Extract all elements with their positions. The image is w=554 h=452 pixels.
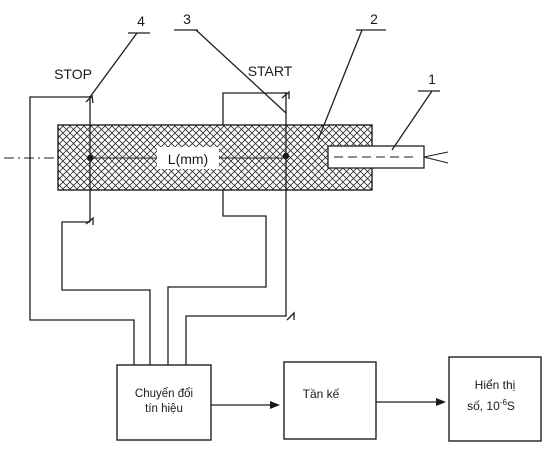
signal-converter-line2: tín hiệu <box>145 403 183 415</box>
callout-3-leader <box>195 29 287 114</box>
callout-1-number: 1 <box>428 71 436 87</box>
length-label-bg <box>157 147 219 169</box>
callout-2-number: 2 <box>370 11 378 27</box>
callout-2-leader <box>317 29 363 141</box>
counter-label: Tần kế <box>303 387 340 401</box>
arrowhead-counter <box>270 401 280 409</box>
stop-point <box>86 154 94 162</box>
display-block <box>448 356 542 442</box>
callout-4-number: 4 <box>137 13 145 29</box>
signal-converter-line1: Chuyển đổi <box>135 388 193 400</box>
stop-top-tick <box>85 94 94 104</box>
start-label: START <box>248 63 293 79</box>
signal-converter-block <box>116 364 212 441</box>
arrowhead-display <box>436 398 446 406</box>
display-prefix: số, 10 <box>467 399 500 413</box>
start-bottom-tick <box>286 311 295 321</box>
start-top-wire-lower <box>167 190 267 365</box>
probe-tip <box>423 151 449 164</box>
display-line1: Hiển thị <box>475 378 516 392</box>
start-bottom-wire <box>185 190 287 365</box>
stop-bottom-wire <box>61 221 151 365</box>
stop-label: STOP <box>54 66 92 82</box>
callout-4-leader <box>89 32 138 98</box>
start-point <box>282 152 290 160</box>
display-exponent: -6 <box>500 398 508 407</box>
stop-top-wire <box>29 96 135 365</box>
start-top-wire-upper <box>222 92 286 125</box>
callout-1-leader <box>391 90 433 151</box>
display-unit: S <box>507 399 515 413</box>
start-top-tick <box>281 90 290 99</box>
callout-3-number: 3 <box>183 11 191 27</box>
display-line2: số, 10-6S <box>467 398 515 413</box>
counter-block <box>283 361 377 440</box>
length-label: L(mm) <box>168 151 208 167</box>
